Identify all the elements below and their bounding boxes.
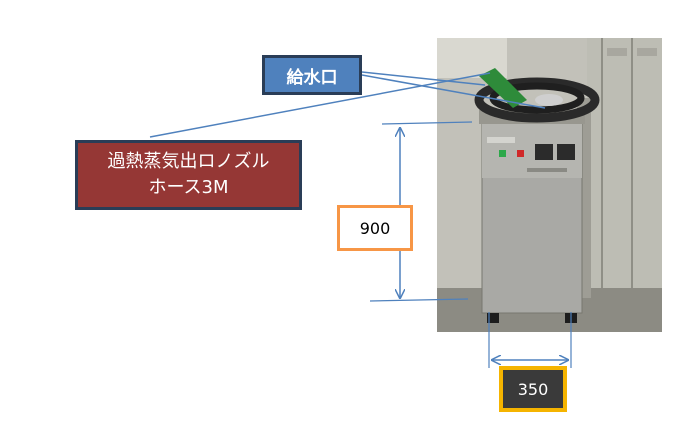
temperature-meter-2 (557, 144, 575, 160)
width-dimension-label: 350 (499, 366, 567, 412)
locker-cabinet (587, 38, 662, 298)
water-inlet-text: 給水口 (286, 67, 338, 88)
machine-photo (437, 38, 662, 332)
steam-nozzle-label: 過熱蒸気出ロノズル ホース3M (75, 140, 302, 210)
nozzle-label-line1: 過熱蒸気出ロノズル (107, 151, 270, 172)
steam-outlet-cap (535, 94, 563, 106)
temperature-meter-1 (535, 144, 553, 160)
wheel (565, 313, 577, 323)
nozzle-label-line2: ホース3M (148, 177, 229, 198)
machine-photo-illustration (437, 38, 662, 332)
height-dimension-label: 900 (337, 205, 413, 251)
water-inlet-label: 給水口 (262, 55, 362, 95)
start-button (499, 150, 506, 157)
stop-button (517, 150, 524, 157)
height-value: 900 (359, 218, 391, 238)
wheel (487, 313, 499, 323)
width-value: 350 (517, 379, 549, 399)
